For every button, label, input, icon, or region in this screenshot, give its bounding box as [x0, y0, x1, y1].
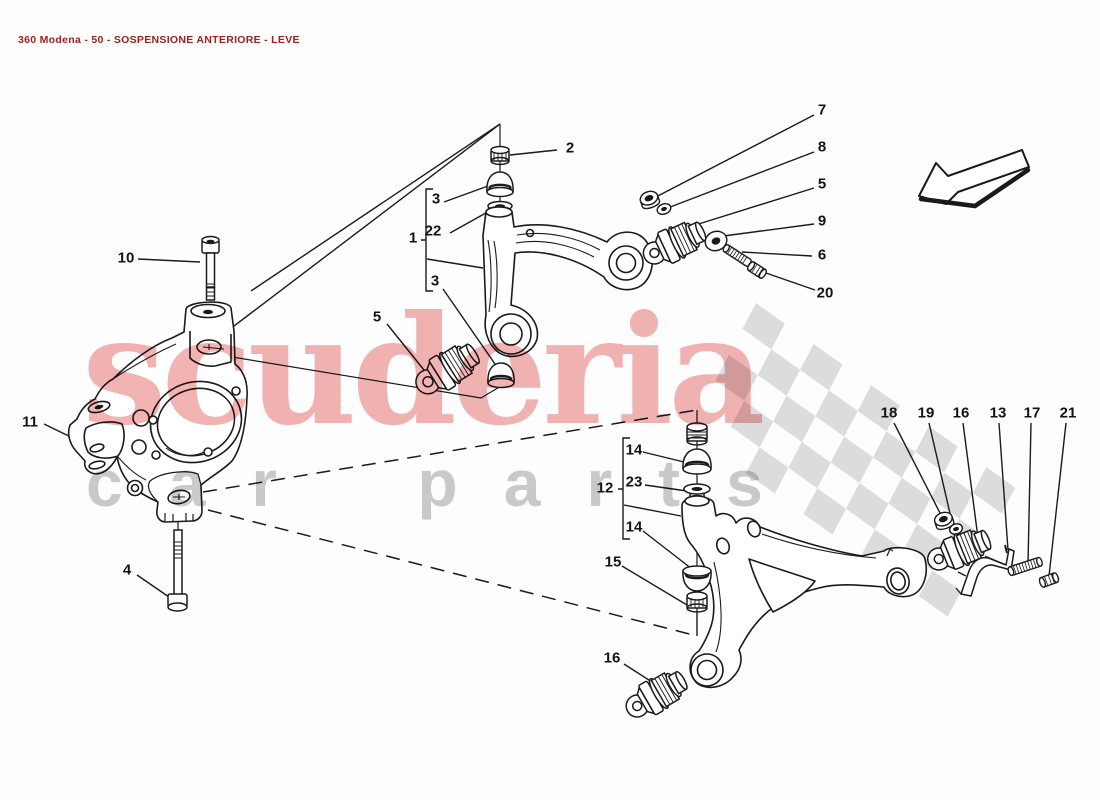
lower-wishbone-drawing [681, 495, 927, 689]
nut-21-drawing [1038, 572, 1060, 588]
page-title: 360 Modena - 50 - SOSPENSIONE ANTERIORE … [18, 34, 300, 46]
pivot-bushing-5-right-drawing [642, 221, 707, 265]
callout-5-right: 5 [817, 175, 827, 193]
bushing-3-lower-drawing [487, 362, 515, 389]
callout-18: 18 [880, 404, 898, 422]
nut-7-drawing [639, 190, 661, 210]
bolt-10-drawing [201, 235, 220, 301]
callout-11: 11 [22, 413, 38, 431]
pivot-bushing-5-middle-drawing [415, 343, 481, 395]
bushing-3-upper-drawing [486, 171, 514, 198]
callout-8: 8 [817, 138, 827, 156]
callout-5-middle: 5 [372, 308, 382, 326]
washer-23-drawing [683, 483, 711, 502]
callout-1: 1 [408, 229, 418, 247]
bushing-14-lower-drawing [682, 565, 712, 592]
callout-14-upper: 14 [625, 441, 643, 459]
callout-16-bottom: 16 [603, 649, 621, 667]
callout-2: 2 [565, 139, 575, 157]
callout-3-lower: 3 [430, 272, 440, 290]
callout-14-lower: 14 [625, 518, 643, 536]
callout-12: 12 [596, 479, 614, 497]
callout-10: 10 [117, 249, 135, 267]
callout-17: 17 [1023, 404, 1041, 422]
nut-20-drawing [746, 261, 768, 279]
callout-21: 21 [1059, 404, 1077, 422]
steering-knuckle-drawing [67, 301, 248, 523]
screw-6-drawing [722, 244, 752, 267]
group-bracket-12 [618, 437, 630, 540]
bracket-13-drawing [955, 544, 1015, 597]
ball-bushing-16-right-drawing [926, 529, 992, 571]
washer-19-drawing [948, 523, 964, 535]
callout-23: 23 [625, 473, 643, 491]
callout-4: 4 [122, 561, 132, 579]
direction-arrow-icon [918, 149, 1031, 209]
upper-wishbone-drawing [482, 205, 654, 358]
callout-15: 15 [604, 553, 622, 571]
nut-18-drawing [933, 511, 955, 531]
callout-19: 19 [917, 404, 935, 422]
callout-20: 20 [816, 284, 834, 302]
callout-22: 22 [424, 222, 442, 240]
washer-8-drawing [656, 203, 672, 215]
ring-15-drawing [686, 591, 708, 613]
bushing-14-upper-drawing [682, 448, 712, 475]
callout-3-upper: 3 [431, 190, 441, 208]
callout-7: 7 [817, 101, 827, 119]
callout-6: 6 [817, 246, 827, 264]
screw-17-drawing [1007, 556, 1043, 577]
callout-13: 13 [989, 404, 1007, 422]
ball-bushing-16-bottom-drawing [625, 670, 688, 718]
callout-9: 9 [817, 212, 827, 230]
cap-nut-drawing [686, 422, 708, 446]
checkered-flag [715, 303, 1016, 617]
bolt-4-drawing [167, 529, 188, 612]
callout-16-right: 16 [952, 404, 970, 422]
nut-2-drawing [490, 145, 510, 166]
group-bracket-1 [421, 188, 433, 292]
washer-9-drawing [704, 230, 728, 252]
